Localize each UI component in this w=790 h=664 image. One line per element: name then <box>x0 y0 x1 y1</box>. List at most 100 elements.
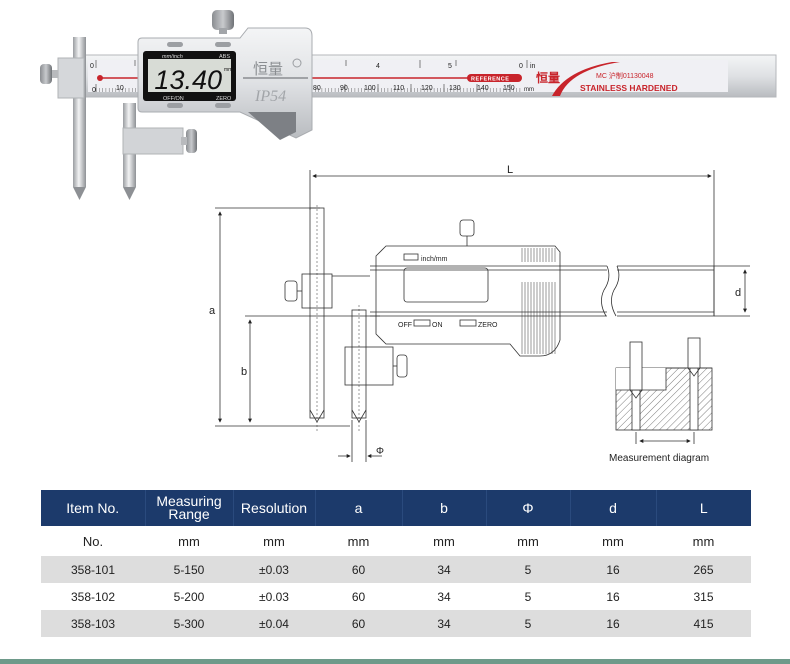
cell-d: 16 <box>570 610 656 637</box>
ip-rating: IP54 <box>254 88 286 105</box>
drawing-off-label: OFF <box>398 322 412 329</box>
cell-range: 5-150 <box>145 556 233 583</box>
cell-L: 265 <box>656 556 751 583</box>
lcd-zero-label: ZERO <box>216 96 232 102</box>
dim-label-d: d <box>735 287 741 299</box>
drawing-power-button <box>413 319 431 327</box>
header-item-no: Item No. <box>41 490 146 526</box>
lcd-reading: 13.40 <box>154 65 222 95</box>
cell-item-no: 358-101 <box>41 556 145 583</box>
dim-label-b: b <box>241 366 247 378</box>
inch-tick-0: 0 <box>90 63 94 70</box>
reference-label: REFERENCE <box>471 77 509 83</box>
unit-cell: mm <box>517 533 539 549</box>
footer-bar <box>0 659 790 664</box>
mm-tick-100: 100 <box>364 85 376 92</box>
dim-label-L: L <box>507 164 513 176</box>
cell-b: 34 <box>402 556 486 583</box>
cell-b: 34 <box>437 589 451 604</box>
mm-unit: mm <box>524 87 534 93</box>
beam-brand: 恒量 <box>536 70 560 85</box>
cell-a: 60 <box>315 610 402 637</box>
measurement-diagram-caption: Measurement diagram <box>609 453 709 464</box>
unit-cell: mm <box>263 533 285 549</box>
cell-phi: 5 <box>486 610 570 637</box>
cell-item-no: 358-103 <box>41 610 145 637</box>
mm-tick-140: 140 <box>477 85 489 92</box>
table-row: 358-102 5-200 ±0.03 60 34 5 16 315 <box>41 583 751 610</box>
body-brand: 恒量 <box>253 61 283 78</box>
cell-phi: 5 <box>524 589 532 604</box>
header-L: L <box>656 490 751 526</box>
mm-tick-110: 110 <box>393 85 404 92</box>
inch-tick-4: 4 <box>376 63 380 70</box>
unit-cell: mm <box>347 533 370 549</box>
certification-mark: MC 沪制01130048 <box>596 71 654 80</box>
drawing-zero-label: ZERO <box>478 322 498 329</box>
header-b: b <box>402 490 487 526</box>
unit-cell: mm <box>602 533 624 549</box>
mm-tick-150: 150 <box>503 85 515 92</box>
dim-label-a: a <box>209 305 216 317</box>
cell-resolution: ±0.03 <box>259 589 289 604</box>
cell-resolution: ±0.03 <box>233 556 315 583</box>
cell-item-no: 358-102 <box>70 589 116 604</box>
lcd-unit: mm <box>224 67 232 73</box>
thumb-roller-icon[interactable] <box>212 10 234 30</box>
material-label: STAINLESS HARDENED <box>580 83 678 93</box>
cell-d: 16 <box>606 589 620 604</box>
table-units-row: No. mm mm mm mm mm mm mm <box>41 526 751 556</box>
unit-cell: No. <box>82 533 104 549</box>
cell-d: 16 <box>570 556 656 583</box>
lcd-mode-label: mm/inch <box>162 54 183 60</box>
registered-mark-icon <box>292 58 302 68</box>
unit-cell: mm <box>178 533 200 549</box>
inch-tick-0b: 0 <box>519 63 523 70</box>
mm-tick-0: 0 <box>92 87 96 94</box>
sliding-probe <box>122 103 197 200</box>
abs-button[interactable] <box>215 42 231 47</box>
cell-a: 60 <box>351 589 366 604</box>
drawing-unit-label: inch/mm <box>421 256 448 263</box>
table-row: 358-103 5-300 ±0.04 60 34 5 16 415 <box>41 610 751 637</box>
cell-b: 34 <box>402 610 486 637</box>
lcd-power-label: OFF/ON <box>163 96 184 102</box>
drawing-on-label: ON <box>432 322 443 329</box>
cell-range: 5-300 <box>145 610 233 637</box>
header-a: a <box>315 490 403 526</box>
caliper-body <box>137 10 313 140</box>
lcd-abs-label: ABS <box>219 54 230 60</box>
header-phi: Φ <box>486 490 571 526</box>
locking-knob-icon[interactable] <box>40 64 52 84</box>
mm-tick-120: 120 <box>421 85 433 92</box>
header-resolution: Resolution <box>233 490 316 526</box>
cell-resolution: ±0.04 <box>233 610 315 637</box>
dim-label-phi: Φ <box>376 446 384 457</box>
drawing-lcd <box>403 267 489 303</box>
inch-tick-5: 5 <box>448 63 452 70</box>
cell-phi: 5 <box>486 556 570 583</box>
inch-unit: in <box>530 63 536 70</box>
drawing-zero-button <box>459 319 477 327</box>
cell-L: 415 <box>656 610 751 637</box>
mm-tick-90: 90 <box>340 85 348 92</box>
product-photo: 0 4 5 0 in 0 10 80 90 100 110 120 130 14… <box>40 10 777 200</box>
mm-tick-80: 80 <box>313 85 321 92</box>
zero-button[interactable] <box>215 103 231 108</box>
fixed-probe <box>40 37 86 200</box>
unit-cell: mm <box>433 533 455 549</box>
cell-a: 60 <box>315 556 402 583</box>
technical-drawing: L a b d Φ inch/mm OFF ON ZERO Measuremen… <box>209 164 750 464</box>
probe-knob-icon[interactable] <box>186 129 197 153</box>
power-button[interactable] <box>167 103 183 108</box>
cell-range: 5-200 <box>173 589 205 604</box>
table-row: 358-101 5-150 ±0.03 60 34 5 16 265 <box>41 556 751 583</box>
mode-button[interactable] <box>167 42 183 47</box>
unit-cell: mm <box>692 533 715 549</box>
mm-tick-130: 130 <box>449 85 461 92</box>
mm-tick-10: 10 <box>116 85 124 92</box>
drawing-thumb-roller-icon <box>459 219 475 237</box>
cell-L: 315 <box>693 589 714 604</box>
